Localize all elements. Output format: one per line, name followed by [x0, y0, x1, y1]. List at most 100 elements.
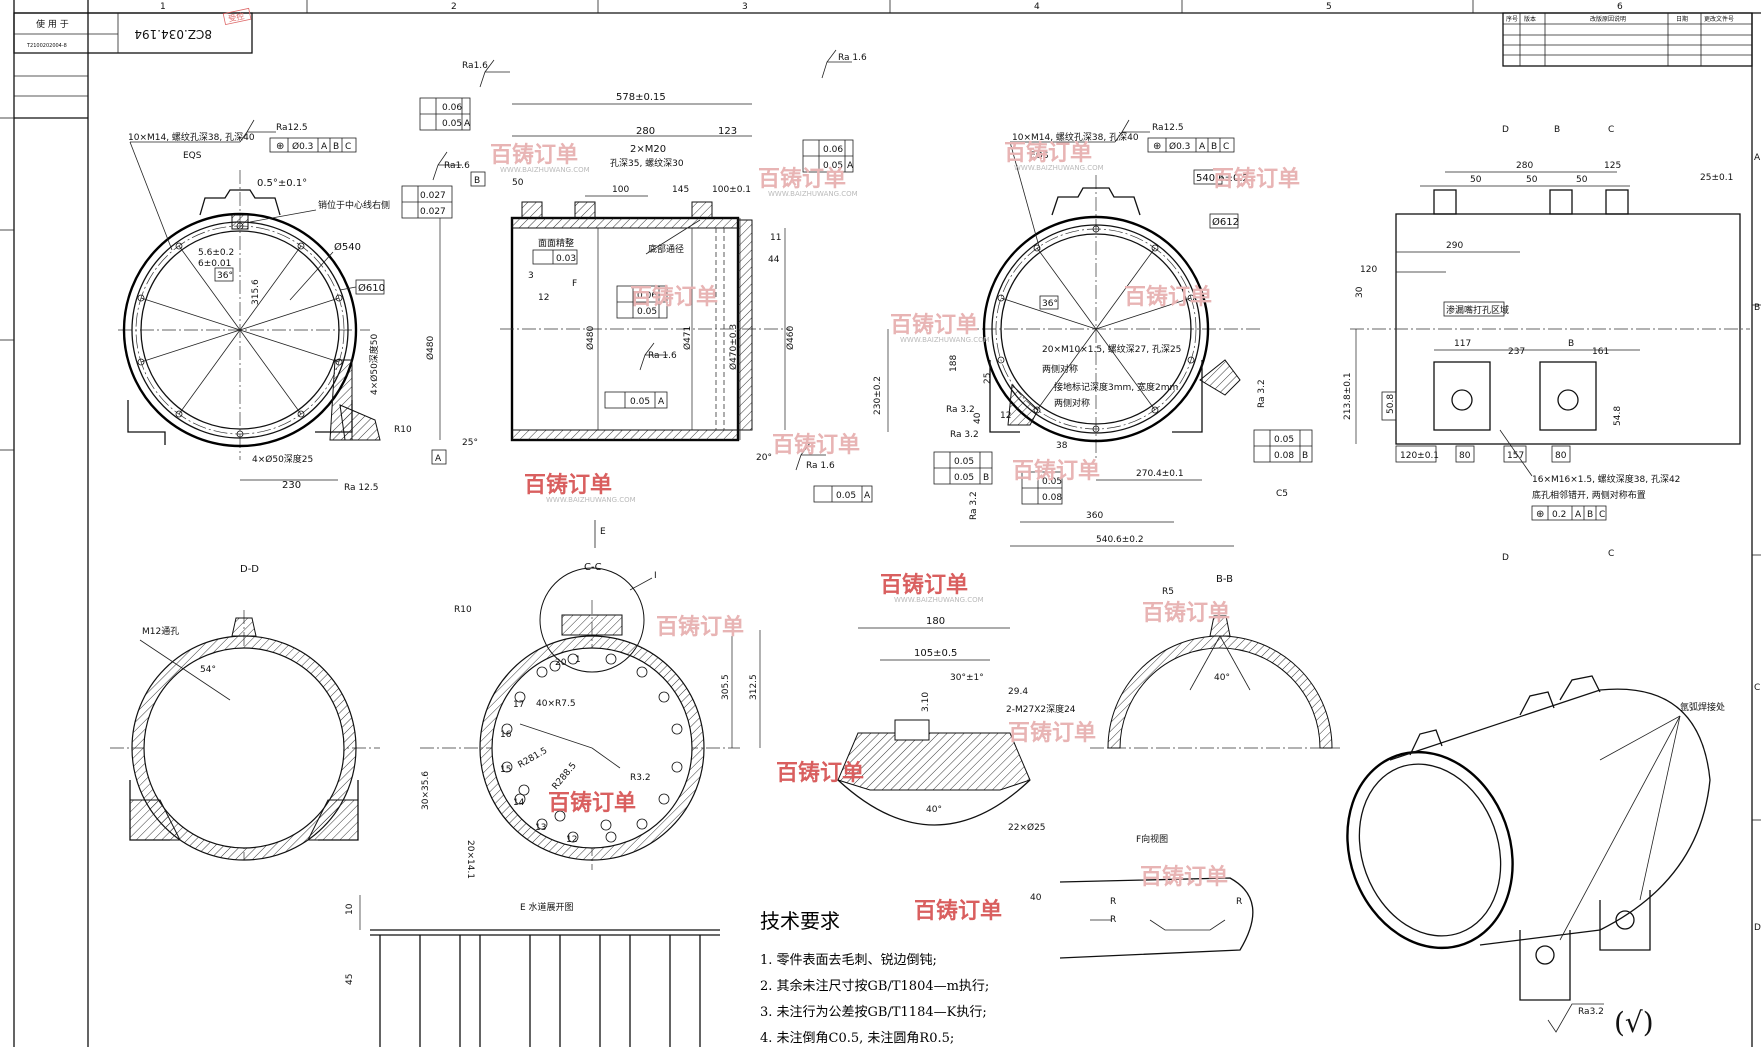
left-pos-symbol: ⊕ [276, 141, 284, 152]
right-d188: 188 [949, 355, 959, 372]
sec-tol-027a: 0.027 [420, 191, 446, 201]
sec-d003: 0.03 [556, 254, 576, 264]
sec-diam-mid: Ø480 [585, 325, 596, 350]
f-r1: R [1110, 897, 1116, 907]
right-d540-overall: 540.6±0.2 [1096, 535, 1144, 545]
grid-col-2: 2 [451, 2, 457, 12]
watermark-10: 百铸订单 [524, 472, 612, 498]
detail-d29: 29.4 [1008, 687, 1028, 697]
top-d120b: 120±0.1 [1400, 451, 1439, 461]
view-e: E 水道展开图 10 45 [345, 895, 720, 1047]
cc-d312: 312.5 [749, 674, 759, 700]
sec-ra-bottom: Ra 1.6 [806, 461, 835, 471]
watermark-17: 百铸订单 [1140, 864, 1228, 890]
left-eqs: EQS [183, 151, 202, 161]
surface-roughness-default: Ra3.2 (√) [1547, 1003, 1654, 1039]
detail-thread: 2-M27X2深度24 [1006, 703, 1076, 715]
left-tol-datum-c: C [345, 142, 351, 152]
right-ra32-a: Ra 3.2 [950, 430, 979, 440]
left-tol-value: Ø0.3 [292, 141, 313, 152]
grid-row-a: A [1754, 153, 1761, 163]
watermark-2: 百铸订单 [758, 166, 846, 192]
cc-label-15: 15 [500, 765, 511, 775]
left-callout-threads: 10×M14, 螺纹孔深38, 孔深40 [128, 131, 255, 143]
left-holes-note: 4×Ø50深度25 [252, 453, 313, 465]
right-d360: 360 [1086, 511, 1103, 521]
f-d40: 40 [1030, 893, 1042, 903]
top-d25: 25±0.1 [1700, 173, 1733, 183]
sec-d100: 100 [612, 185, 629, 195]
grid-row-c: C [1754, 683, 1760, 693]
top-tol-datum-a: A [1575, 510, 1582, 520]
top-tol-datum-c: C [1599, 510, 1605, 520]
detail-d3: 3.10 [921, 692, 931, 712]
right-tol-datum-c: C [1223, 142, 1229, 152]
left-small-dim-1: 5.6±0.2 [198, 248, 234, 258]
top-d125: 125 [1604, 161, 1621, 171]
sec-d123: 123 [718, 126, 737, 137]
detail-d105: 105±0.5 [914, 648, 957, 659]
top-d280: 280 [1516, 161, 1533, 171]
controlled-stamp: 受控 [227, 11, 245, 24]
top-d290: 290 [1446, 241, 1463, 251]
top-d237: 237 [1508, 347, 1525, 357]
right-tol-3: 0.05 [1042, 477, 1062, 487]
watermark-2-url: WWW.BAIZHUWANG.COM [768, 190, 858, 198]
bb-r5: R5 [1162, 587, 1174, 597]
right-pos-symbol: ⊕ [1153, 141, 1161, 152]
watermark-9: 百铸订单 [1012, 458, 1100, 484]
sec-d280: 280 [636, 126, 655, 137]
tech-req-item-1: 1. 零件表面去毛刺、锐边倒钝; [760, 953, 937, 968]
right-tol-datum-a: A [1199, 142, 1206, 152]
detail-d22: 22×Ø25 [1008, 822, 1046, 833]
sec-threads: 2×M20 [630, 144, 666, 155]
rev-header-version: 版本 [1524, 15, 1536, 23]
cc-label-16: 16 [500, 730, 512, 740]
view-bb-label: B-B [1216, 574, 1233, 585]
sec-d145: 145 [672, 185, 689, 195]
rev-header-date: 日期 [1676, 15, 1688, 23]
watermark-14: 百铸订单 [1008, 720, 1096, 746]
right-ra32-c: Ra 3.2 [1257, 379, 1267, 408]
sec-tol-top-datum: A [847, 161, 854, 171]
left-tol-datum-a: A [321, 142, 328, 152]
top-pos-symbol: ⊕ [1536, 509, 1544, 520]
top-d80b: 80 [1555, 451, 1567, 461]
top-tol-datum-b: B [1587, 510, 1593, 520]
right-d270: 270.4±0.1 [1136, 469, 1184, 479]
dd-angle: 54° [200, 665, 216, 675]
top-c-mark: C [1608, 125, 1614, 135]
right-thread-note: 20×M10×1.5, 螺纹深27, 孔深25 [1042, 343, 1181, 355]
top-callout: 16×M16×1.5, 螺纹深度38, 孔深42 [1532, 473, 1680, 485]
right-d40: 40 [973, 412, 983, 424]
cc-i-mark: I [654, 571, 657, 581]
watermark-3: 百铸订单 [1004, 140, 1092, 166]
watermark-13: 百铸订单 [1142, 600, 1230, 626]
tech-req-item-4: 4. 未注倒角C0.5, 未注圆角R0.5; [760, 1031, 954, 1046]
left-r10: R10 [394, 425, 412, 435]
view-bb: B-B R5 40° [1090, 574, 1340, 749]
tech-req-item-2: 2. 其余未注尺寸按GB/T1804—m执行; [760, 978, 989, 994]
view-f-label: F向视图 [1136, 833, 1168, 845]
right-tol-6: 0.08 [1274, 451, 1294, 461]
view-cc-label: C-C [584, 562, 602, 573]
watermark-1-url: WWW.BAIZHUWANG.COM [500, 166, 590, 174]
right-callout-threads: 10×M14, 螺纹孔深38, 孔深40 [1012, 131, 1139, 143]
rev-header-no: 序号 [1506, 15, 1518, 23]
top-b-mark: B [1554, 125, 1560, 135]
f-r3: R [1236, 897, 1242, 907]
detail-d180: 180 [926, 616, 945, 627]
right-tol-5: 0.05 [1274, 435, 1294, 445]
surface-ra: Ra3.2 [1578, 1007, 1604, 1017]
detail-angle40: 40° [926, 805, 942, 815]
sec-thread-note: 孔深35, 螺纹深30 [610, 157, 684, 169]
right-d230: 230±0.2 [873, 376, 883, 415]
cc-r10: R10 [454, 605, 472, 615]
front-view-left: 10×M14, 螺纹孔深38, 孔深40 EQS Ra12.5 ⊕ Ø0.3 A… [118, 119, 412, 493]
watermark-7: 百铸订单 [1124, 284, 1212, 310]
left-ra-bottom: Ra 12.5 [344, 483, 378, 493]
sec-f-mark: F [572, 279, 577, 289]
isometric-view: 氩弧焊接处 [1346, 675, 1725, 1001]
